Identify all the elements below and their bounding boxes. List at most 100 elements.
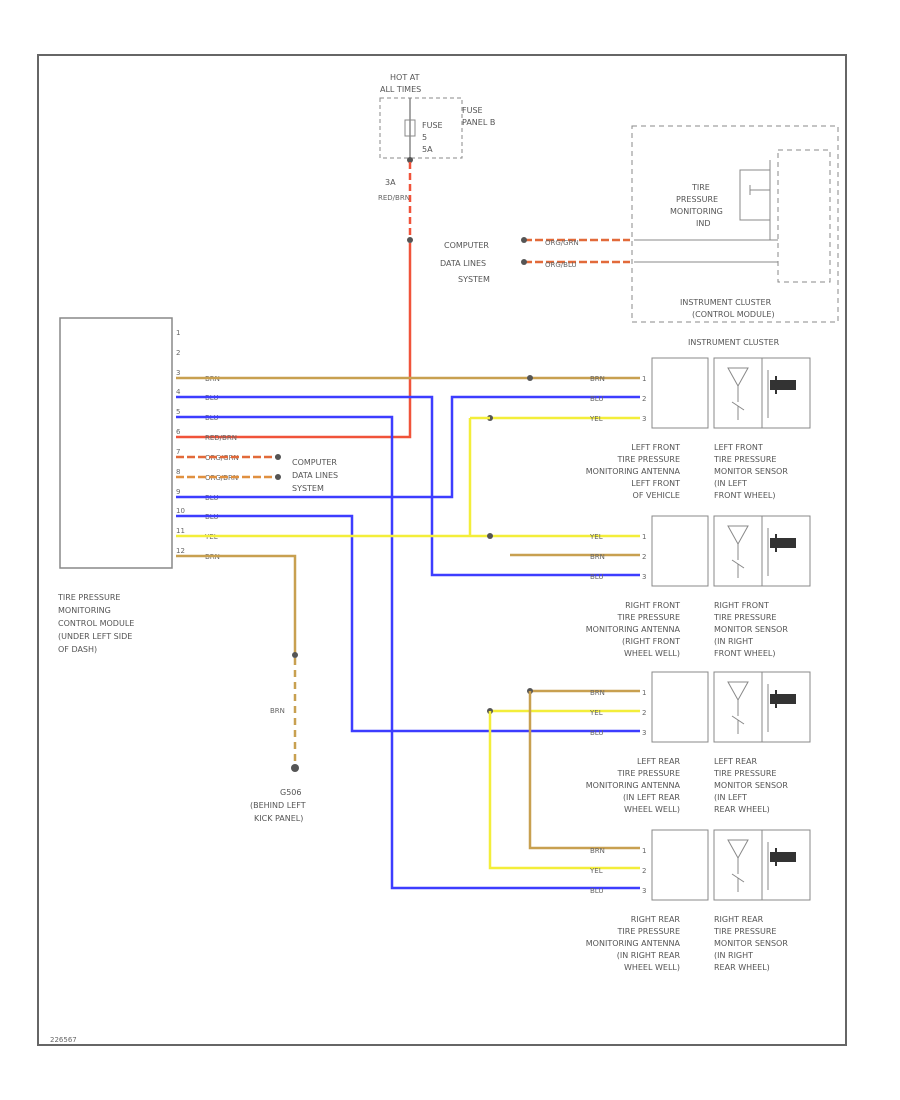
antenna-wire-label: BRN xyxy=(590,847,605,855)
sensor-label-line: MONITOR SENSOR xyxy=(714,467,788,476)
transistor-icon xyxy=(731,401,745,420)
cluster-module-box xyxy=(631,125,839,323)
antenna-pin: 3 xyxy=(642,887,646,895)
sensor-label-line: MONITOR SENSOR xyxy=(714,781,788,790)
wire-blu-lf xyxy=(176,395,640,499)
pin-number: 9 xyxy=(176,488,180,496)
data-line-top-wire1: ORG/GRN xyxy=(545,239,579,247)
cluster-label-1: INSTRUMENT CLUSTER xyxy=(680,298,772,307)
wire-brn-ground xyxy=(176,554,297,655)
ground-wire-label: BRN xyxy=(270,707,285,715)
sensor-label-line: (IN LEFT xyxy=(714,793,747,802)
cluster-inner-2: PRESSURE xyxy=(676,195,718,204)
fuse-label: FUSE xyxy=(422,121,443,130)
antenna-pin: 1 xyxy=(642,847,646,855)
antenna-icon xyxy=(727,525,749,546)
antenna-label-line: TIRE PRESSURE xyxy=(617,613,680,622)
sensor-label-line: (IN RIGHT xyxy=(714,951,753,960)
fuse-element-icon xyxy=(404,119,416,137)
sensor-label-line: REAR WHEEL) xyxy=(714,805,770,814)
antenna-wire-label: BRN xyxy=(590,375,605,383)
antenna-label-line: MONITORING ANTENNA xyxy=(586,467,681,476)
antenna-icon xyxy=(727,839,749,860)
antenna-wire-label: BLU xyxy=(590,729,603,737)
antenna-label-line: WHEEL WELL) xyxy=(624,963,680,972)
indicator-lamp-icon xyxy=(739,169,771,221)
wire-yel-rr xyxy=(488,711,640,870)
fuse-panel-2: PANEL B xyxy=(462,118,495,127)
antenna-box xyxy=(651,515,709,587)
sensor-label-line: (IN RIGHT xyxy=(714,637,753,646)
battery-icon xyxy=(770,852,796,862)
pin-number: 12 xyxy=(176,547,185,555)
data-line-top-wire2: ORG/BLU xyxy=(545,261,577,269)
pin-number: 10 xyxy=(176,507,185,515)
wire-brn-rr xyxy=(528,691,640,850)
ground-label-3: KICK PANEL) xyxy=(254,814,303,823)
cluster-inner-4: IND xyxy=(696,219,711,228)
antenna-label-line: TIRE PRESSURE xyxy=(617,455,680,464)
ground-icon xyxy=(291,764,299,772)
antenna-wire-label: BRN xyxy=(590,689,605,697)
sensor-label-line: TIRE PRESSURE xyxy=(713,613,776,622)
antenna-label-line: WHEEL WELL) xyxy=(624,649,680,658)
pin-number: 7 xyxy=(176,448,180,456)
fuse-circuit-no: 3A xyxy=(385,178,396,187)
sensor-label-line: RIGHT REAR xyxy=(714,915,764,924)
antenna-label-line: RIGHT FRONT xyxy=(625,601,680,610)
pin-number: 5 xyxy=(176,408,180,416)
antenna-wire-label: YEL xyxy=(589,533,603,541)
fuse-panel-1: FUSE xyxy=(462,106,483,115)
pin-number: 4 xyxy=(176,388,181,396)
data-lines-mid-1: COMPUTER xyxy=(292,458,337,467)
sensor-label-line: FRONT WHEEL) xyxy=(714,491,775,500)
wire-red-brn xyxy=(176,243,412,439)
sensor-label-line: LEFT REAR xyxy=(714,757,757,766)
pin-number: 3 xyxy=(176,369,180,377)
fuse-amps: 5A xyxy=(422,145,433,154)
antenna-wire-label: YEL xyxy=(589,415,603,423)
cluster-label-2: (CONTROL MODULE) xyxy=(692,310,775,319)
sensor-label-line: TIRE PRESSURE xyxy=(713,455,776,464)
antenna-label-line: MONITORING ANTENNA xyxy=(586,939,681,948)
pin-number: 11 xyxy=(176,527,185,535)
control-module-label-1: TIRE PRESSURE xyxy=(57,593,120,602)
sensor-label-line: (IN LEFT xyxy=(714,479,747,488)
battery-icon xyxy=(770,380,796,390)
wire-color-label: RED/BRN xyxy=(205,434,237,442)
fuse-title-2: ALL TIMES xyxy=(380,85,421,94)
control-module-label-2: MONITORING xyxy=(58,606,111,615)
antenna-icon xyxy=(727,367,749,388)
pin-number: 6 xyxy=(176,428,181,436)
figure-id: 226567 xyxy=(50,1036,77,1044)
transistor-icon xyxy=(731,873,745,892)
cluster-inner-box xyxy=(777,149,831,283)
antenna-box xyxy=(651,671,709,743)
antenna-pin: 1 xyxy=(642,375,646,383)
antenna-pin: 3 xyxy=(642,415,646,423)
sensor-label-line: TIRE PRESSURE xyxy=(713,769,776,778)
antenna-pin: 2 xyxy=(642,709,646,717)
sensor-label-line: RIGHT FRONT xyxy=(714,601,769,610)
wire-blu-lr xyxy=(176,514,640,733)
sensor-label-line: MONITOR SENSOR xyxy=(714,625,788,634)
antenna-label-line: LEFT REAR xyxy=(637,757,680,766)
antenna-wire-label: BLU xyxy=(590,395,603,403)
antenna-label-line: RIGHT REAR xyxy=(631,915,681,924)
fuse-wire-color: RED/BRN xyxy=(378,194,410,202)
diagram-border xyxy=(37,54,847,1046)
antenna-label-line: (IN LEFT REAR xyxy=(623,793,680,802)
instrument-cluster-module: TIRE PRESSURE MONITORING IND INSTRUMENT … xyxy=(631,125,839,323)
control-module-box xyxy=(59,317,173,569)
pin-number: 1 xyxy=(176,329,180,337)
antenna-label-line: WHEEL WELL) xyxy=(624,805,680,814)
fuse-number: 5 xyxy=(422,133,427,142)
data-lines-top-1: COMPUTER xyxy=(444,241,489,250)
antenna-label-line: (RIGHT FRONT xyxy=(622,637,680,646)
battery-icon xyxy=(770,538,796,548)
pin-number: 8 xyxy=(176,468,180,476)
antenna-label-line: MONITORING ANTENNA xyxy=(586,781,681,790)
